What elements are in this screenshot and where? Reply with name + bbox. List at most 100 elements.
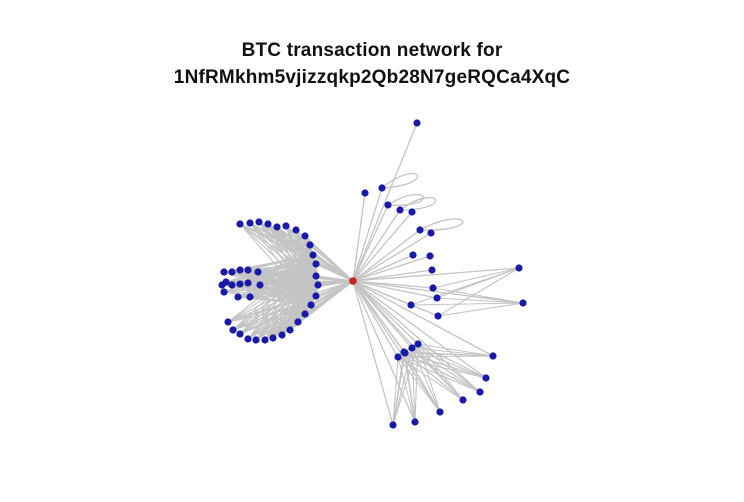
secondary-edge	[232, 304, 312, 331]
peer-node	[414, 340, 422, 348]
secondary-edge	[411, 347, 481, 393]
secondary-edge	[397, 356, 416, 423]
secondary-edge	[392, 351, 405, 426]
peer-node	[408, 208, 416, 216]
center-edge	[352, 280, 464, 401]
peer-node	[228, 281, 236, 289]
secondary-edge	[432, 267, 520, 289]
secondary-edge	[436, 297, 524, 304]
secondary-edge	[249, 296, 312, 306]
peer-node	[269, 334, 277, 342]
center-edge	[259, 280, 354, 286]
peer-node	[236, 280, 244, 288]
secondary-edge	[403, 351, 481, 393]
peer-node	[286, 326, 294, 334]
peer-node	[273, 223, 281, 231]
peer-node	[411, 418, 419, 426]
center-edge	[352, 211, 413, 282]
peer-node	[427, 229, 435, 237]
peer-node	[378, 184, 386, 192]
secondary-edge	[403, 351, 416, 423]
center-edge	[232, 280, 354, 331]
peer-node	[244, 266, 252, 274]
peer-node	[519, 299, 527, 307]
center-edge	[249, 280, 354, 298]
peer-node	[428, 266, 436, 274]
peer-node	[236, 266, 244, 274]
peer-node	[429, 284, 437, 292]
peer-node	[407, 301, 415, 309]
secondary-edge	[239, 283, 312, 306]
peer-node	[314, 281, 322, 289]
center-edge	[239, 223, 354, 282]
peer-node	[252, 336, 260, 344]
secondary-edge	[237, 275, 317, 298]
peer-node	[218, 281, 226, 289]
peer-node	[236, 220, 244, 228]
peer-node	[224, 318, 232, 326]
peer-node	[413, 119, 421, 127]
center-address-node	[349, 277, 357, 285]
center-edge	[309, 244, 354, 282]
center-edge	[352, 280, 405, 353]
secondary-edge	[257, 263, 317, 273]
secondary-edge	[410, 302, 524, 306]
center-edge	[352, 232, 432, 282]
diagram-title-line-2: 1NfRMkhm5vjizzqkp2Qb28N7geRQCa4XqC	[173, 67, 571, 88]
center-edge	[352, 122, 418, 282]
peer-node	[254, 268, 262, 276]
center-edge	[249, 222, 354, 282]
center-edge	[352, 280, 441, 413]
peer-node	[244, 335, 252, 343]
center-edge	[352, 280, 419, 345]
peer-node	[220, 288, 228, 296]
secondary-edge	[247, 254, 314, 271]
peer-node	[408, 344, 416, 352]
secondary-edge	[392, 356, 399, 426]
center-edge	[352, 269, 433, 282]
peer-node	[476, 388, 484, 396]
center-edge	[352, 280, 524, 304]
secondary-edge	[417, 343, 481, 393]
self-loop-edge	[399, 196, 437, 211]
peer-node	[309, 251, 317, 259]
center-edge	[352, 229, 421, 282]
peer-node	[278, 331, 286, 339]
peer-node	[220, 268, 228, 276]
center-edge	[264, 280, 354, 341]
peer-node	[312, 292, 320, 300]
center-edge	[352, 254, 414, 282]
peer-node	[307, 301, 315, 309]
peer-node	[459, 396, 467, 404]
peer-node	[409, 251, 417, 259]
peer-node	[312, 260, 320, 268]
peer-node	[234, 293, 242, 301]
center-edge	[352, 255, 431, 282]
peer-node	[301, 232, 309, 240]
secondary-edge	[417, 343, 487, 379]
center-edge	[352, 209, 401, 282]
center-edge	[227, 280, 354, 323]
center-edge	[352, 280, 438, 299]
peer-node	[384, 201, 392, 209]
center-edge	[352, 267, 520, 282]
peer-node	[433, 294, 441, 302]
center-edge	[315, 263, 354, 282]
secondary-edge	[249, 263, 317, 298]
node-group	[218, 119, 527, 429]
peer-node	[292, 226, 300, 234]
center-edge	[239, 280, 354, 335]
peer-node	[229, 326, 237, 334]
peer-node	[282, 222, 290, 230]
secondary-edge	[247, 254, 314, 284]
peer-node	[389, 421, 397, 429]
peer-node	[246, 219, 254, 227]
secondary-edge	[414, 343, 419, 423]
peer-node	[400, 348, 408, 356]
peer-node	[426, 252, 434, 260]
peer-node	[301, 310, 309, 318]
peer-node	[255, 218, 263, 226]
diagram-title-line-1: BTC transaction network for	[241, 40, 503, 61]
peer-node	[306, 241, 314, 249]
secondary-edge	[437, 302, 524, 317]
